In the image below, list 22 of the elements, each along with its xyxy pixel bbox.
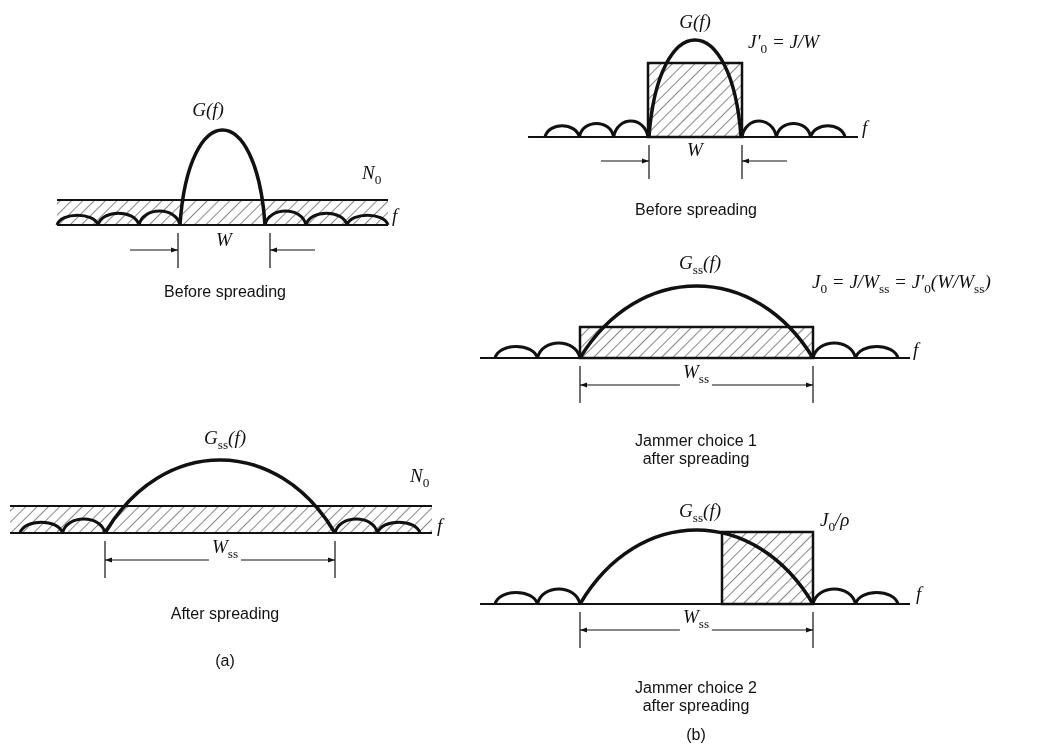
- math-label: J$_{0}$/ρ: [820, 509, 850, 535]
- math-label: G$_{ss}$(f): [679, 500, 721, 526]
- math-label: G$_{ss}$(f): [679, 252, 721, 278]
- axis-label: f: [437, 515, 443, 537]
- math-label: G$_{ss}$(f): [204, 427, 246, 453]
- axis-label: f: [392, 205, 398, 227]
- caption: Jammer choice 2 after spreading: [634, 678, 758, 716]
- caption: After spreading: [169, 604, 281, 624]
- math-label: G(f): [679, 11, 711, 33]
- math-label: J$_{0}$ = J/W$_{ss}$ = J'$_{0}$(W/W$_{ss}$): [812, 271, 991, 297]
- caption: Before spreading: [634, 200, 758, 220]
- math-label: N$_{0}$: [410, 465, 430, 491]
- math-label: J'$_{0}$ = J/W: [748, 31, 820, 57]
- math-label: N$_{0}$: [362, 162, 382, 188]
- math-label: G(f): [192, 99, 224, 121]
- panel-label: (b): [685, 725, 707, 745]
- caption: Before spreading: [163, 282, 287, 302]
- axis-label: f: [916, 583, 922, 605]
- axis-label: f: [913, 339, 919, 361]
- panel-label: (a): [214, 651, 236, 671]
- axis-label: f: [862, 117, 868, 139]
- caption: Jammer choice 1 after spreading: [634, 431, 758, 469]
